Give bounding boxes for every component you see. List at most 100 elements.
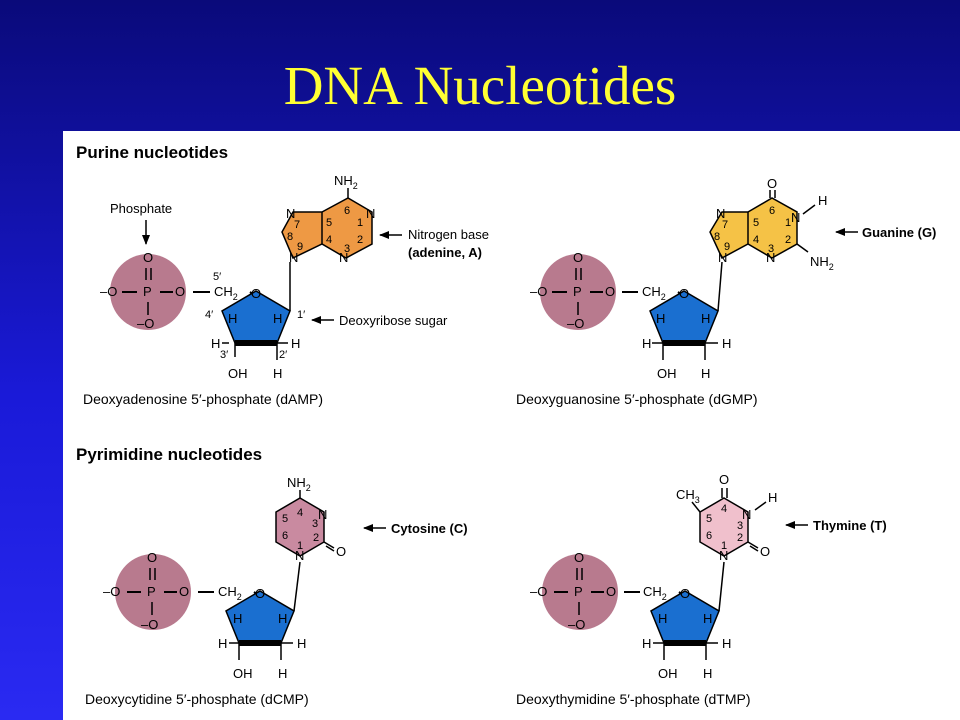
damp-molecule: –O P O O –O CH2 5′ O H H 4′ 1′ H 3′ H 2′… xyxy=(100,173,375,381)
dcmp-p: P xyxy=(147,584,156,599)
guanine-n-c: N xyxy=(791,210,800,225)
dtmp-o-left: –O xyxy=(530,584,547,599)
thymine-num-2: 2 xyxy=(737,532,743,544)
dgmp-o-left: –O xyxy=(530,284,547,299)
dgmp-ch2: CH2 xyxy=(642,284,666,302)
pyrimidine-heading: Pyrimidine nucleotides xyxy=(76,445,262,464)
damp-h-bottom: H xyxy=(273,366,282,381)
dtmp-h-bottom: H xyxy=(703,666,712,681)
damp-h1: H xyxy=(273,311,282,326)
guanine-label: Guanine (G) xyxy=(862,225,936,240)
thymine-num-3: 3 xyxy=(737,520,743,532)
dcmp-o-bottom: –O xyxy=(141,617,158,632)
adenine-num-3: 3 xyxy=(344,243,350,255)
damp-o-bottom: –O xyxy=(137,316,154,331)
dcmp-o-right: O xyxy=(179,584,189,599)
cytosine-num-2: 2 xyxy=(313,532,319,544)
dcmp-o-left: –O xyxy=(103,584,120,599)
thymine-o-bottom: O xyxy=(760,544,770,559)
guanine-o: O xyxy=(767,176,777,191)
dcmp-h3: H xyxy=(218,636,227,651)
dcmp-ring-o: O xyxy=(255,586,265,601)
damp-h4: H xyxy=(228,311,237,326)
dtmp-h4: H xyxy=(658,611,667,626)
adenine-n1: N xyxy=(366,206,375,221)
adenine-num-4: 4 xyxy=(326,234,332,246)
dgmp-o-top: O xyxy=(573,250,583,265)
thymine-num-1: 1 xyxy=(721,540,727,552)
damp-prime-3: 3′ xyxy=(220,349,228,361)
dtmp-ch2: CH2 xyxy=(643,584,667,602)
adenine-num-2: 2 xyxy=(357,234,363,246)
purine-heading: Purine nucleotides xyxy=(76,143,228,162)
dgmp-o-bottom: –O xyxy=(567,316,584,331)
damp-prime-5: 5′ xyxy=(213,271,221,283)
nitrogen-base-label: Nitrogen base xyxy=(408,227,489,242)
cytosine-o: O xyxy=(336,544,346,559)
damp-ch2: CH2 xyxy=(214,284,238,302)
guanine-h: H xyxy=(818,193,827,208)
damp-prime-1: 1′ xyxy=(297,309,305,321)
dcmp-h2: H xyxy=(297,636,306,651)
dcmp-h-bottom: H xyxy=(278,666,287,681)
dtmp-ring-o: O xyxy=(680,586,690,601)
adenine-num-1: 1 xyxy=(357,217,363,229)
guanine-num-1: 1 xyxy=(785,217,791,229)
guanine-num-3: 3 xyxy=(768,243,774,255)
dgmp-oh: OH xyxy=(657,366,677,381)
damp-oh: OH xyxy=(228,366,248,381)
dgmp-caption: Deoxyguanosine 5′-phosphate (dGMP) xyxy=(516,391,758,407)
adenine-n-bottom: N xyxy=(339,250,348,265)
cytosine-ring xyxy=(275,497,325,557)
dcmp-ch2: CH2 xyxy=(218,584,242,602)
dtmp-h3: H xyxy=(642,636,651,651)
damp-caption: Deoxyadenosine 5′-phosphate (dAMP) xyxy=(83,391,323,407)
dtmp-o-right: O xyxy=(606,584,616,599)
dcmp-oh: OH xyxy=(233,666,253,681)
dgmp-h3: H xyxy=(642,336,651,351)
dgmp-h1: H xyxy=(701,311,710,326)
adenine-num-7: 7 xyxy=(294,219,300,231)
phosphate-label: Phosphate xyxy=(110,201,172,216)
dgmp-h2: H xyxy=(722,336,731,351)
damp-o-right: O xyxy=(175,284,185,299)
guanine-n-a: N xyxy=(716,206,725,221)
dcmp-o-top: O xyxy=(147,550,157,565)
adenine-num-8: 8 xyxy=(287,231,293,243)
dcmp-molecule: –O P O O –O CH2 O H H H H OH H NH2 N N 4… xyxy=(103,475,346,681)
cytosine-num-4: 4 xyxy=(297,507,303,519)
damp-ring-o: O xyxy=(251,286,261,301)
cytosine-nh2: NH2 xyxy=(287,475,311,493)
dgmp-molecule: –O P O O –O CH2 O H H H H OH H N N N N 7… xyxy=(530,176,834,381)
cytosine-num-6: 6 xyxy=(282,530,288,542)
thymine-n1: N xyxy=(719,548,728,563)
dgmp-p: P xyxy=(573,284,582,299)
guanine-n-d: N xyxy=(766,250,775,265)
damp-h3: H xyxy=(211,336,220,351)
adenine-label: (adenine, A) xyxy=(408,245,482,260)
dgmp-h-bottom: H xyxy=(701,366,710,381)
cytosine-n1: N xyxy=(295,548,304,563)
adenine-n3: N xyxy=(286,206,295,221)
dgmp-phosphate-circle xyxy=(540,254,616,330)
dgmp-ring-o: O xyxy=(679,286,689,301)
adenine-num-9: 9 xyxy=(297,241,303,253)
cytosine-num-3: 3 xyxy=(312,518,318,530)
adenine-num-6: 6 xyxy=(344,205,350,217)
slide-title: DNA Nucleotides xyxy=(283,55,677,116)
damp-prime-2: 2′ xyxy=(279,349,287,361)
dgmp-h4: H xyxy=(656,311,665,326)
adenine-num-5: 5 xyxy=(326,217,332,229)
cytosine-num-5: 5 xyxy=(282,513,288,525)
thymine-num-6: 6 xyxy=(706,530,712,542)
thymine-num-5: 5 xyxy=(706,513,712,525)
thymine-ch3: CH3 xyxy=(676,487,700,505)
guanine-num-9: 9 xyxy=(724,241,730,253)
guanine-num-2: 2 xyxy=(785,234,791,246)
dtmp-h2: H xyxy=(722,636,731,651)
dcmp-h4: H xyxy=(233,611,242,626)
guanine-num-7: 7 xyxy=(722,219,728,231)
deoxyribose-label: Deoxyribose sugar xyxy=(339,313,448,328)
adenine-n9: N xyxy=(289,250,298,265)
dcmp-caption: Deoxycytidine 5′-phosphate (dCMP) xyxy=(85,691,309,707)
